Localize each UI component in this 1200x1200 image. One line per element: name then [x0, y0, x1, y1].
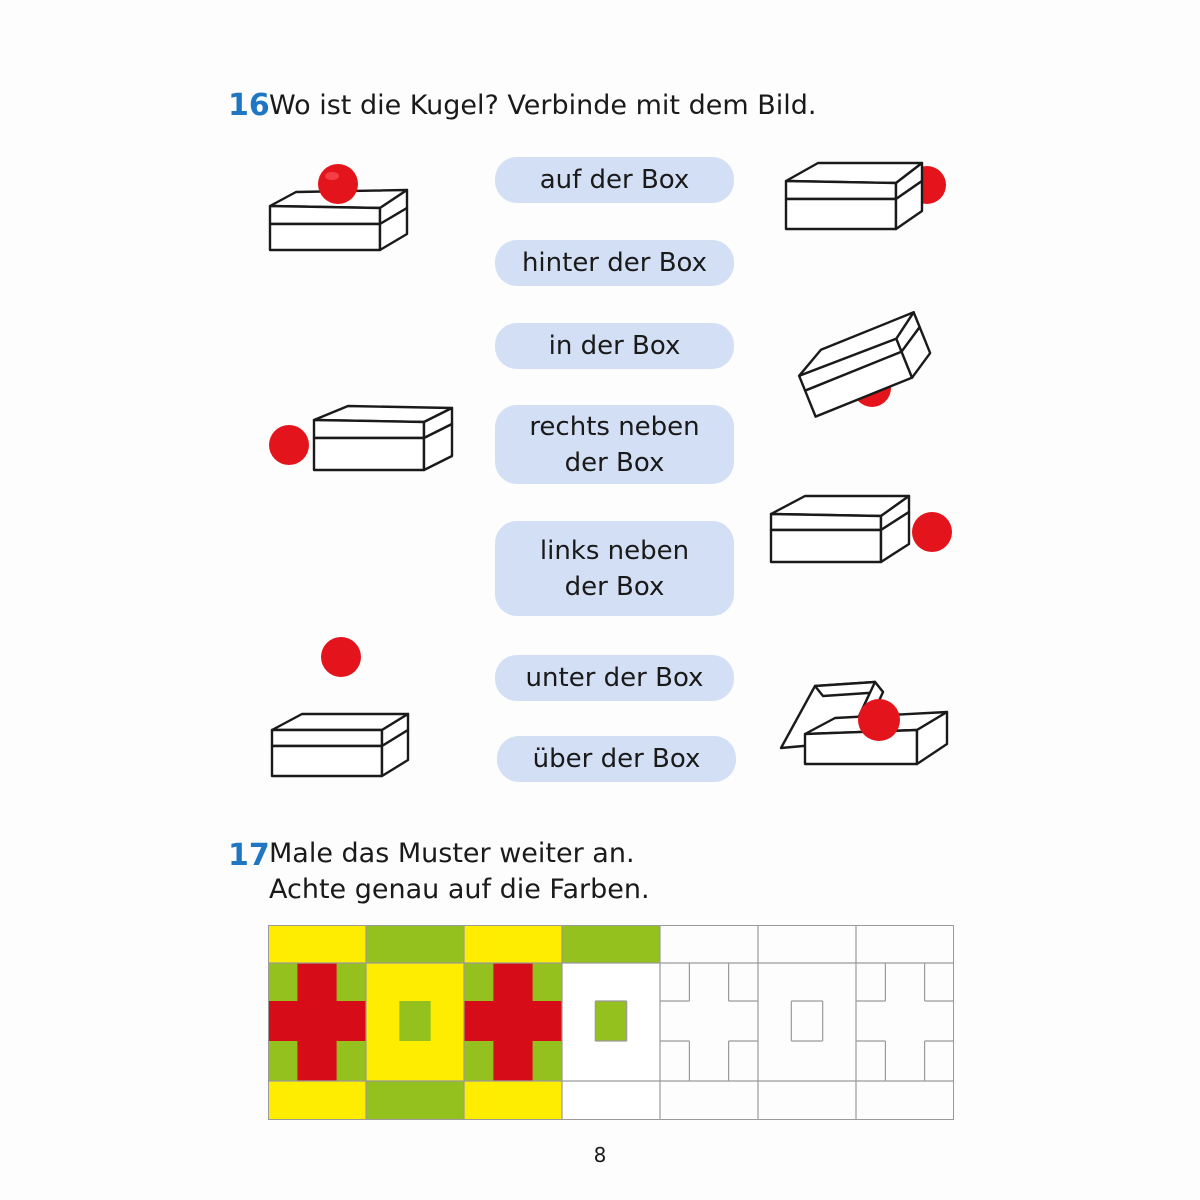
option-pill-behind[interactable]: hinter der Box: [495, 240, 734, 286]
ball-on-box-icon[interactable]: [262, 160, 422, 260]
ball-under-box-icon[interactable]: [780, 300, 950, 420]
ball-in-box-icon[interactable]: [775, 668, 955, 773]
pattern-outlines: [268, 925, 954, 1120]
option-pill-right-of[interactable]: rechts neben der Box: [495, 405, 734, 484]
pattern-grid[interactable]: [268, 925, 954, 1120]
pattern-cell[interactable]: [268, 1081, 366, 1120]
task-16-instruction: Wo ist die Kugel? Verbinde mit dem Bild.: [269, 90, 817, 121]
pattern-cell[interactable]: [464, 1001, 562, 1041]
pattern-cell[interactable]: [399, 1001, 431, 1041]
ball-above-box-icon[interactable]: [262, 630, 422, 780]
ball-right-of-box-icon[interactable]: [765, 490, 960, 570]
option-label: hinter der Box: [521, 248, 708, 278]
pattern-cell[interactable]: [366, 925, 464, 963]
pattern-cell[interactable]: [268, 925, 366, 963]
option-label: auf der Box: [539, 165, 690, 195]
option-label-line2: der Box: [564, 447, 665, 478]
task-17-number: 17: [228, 838, 270, 873]
pattern-cell[interactable]: [464, 925, 562, 963]
pattern-cell[interactable]: [268, 1001, 366, 1041]
page-number: 8: [593, 1143, 607, 1167]
option-label: über der Box: [532, 744, 701, 774]
pattern-cell[interactable]: [366, 1081, 464, 1120]
pattern-cell[interactable]: [562, 1081, 660, 1120]
option-pill-on[interactable]: auf der Box: [495, 157, 734, 203]
ball-left-of-box-icon[interactable]: [262, 398, 462, 483]
option-pill-under[interactable]: unter der Box: [495, 655, 734, 701]
pattern-fills: [268, 925, 660, 1120]
pattern-cell[interactable]: [562, 925, 660, 963]
option-label: in der Box: [548, 331, 681, 361]
option-pill-above[interactable]: über der Box: [497, 736, 736, 782]
task-17-instruction-line1: Male das Muster weiter an.: [269, 838, 635, 869]
option-label-line1: links neben: [539, 535, 690, 566]
ball-behind-box-icon[interactable]: [780, 155, 950, 240]
task-17-instruction-line2: Achte genau auf die Farben.: [269, 874, 650, 905]
option-label: unter der Box: [525, 663, 704, 693]
option-pill-left-of[interactable]: links neben der Box: [495, 521, 734, 616]
pattern-cell[interactable]: [595, 1001, 627, 1041]
option-pill-in[interactable]: in der Box: [495, 323, 734, 369]
option-label-line1: rechts neben: [529, 411, 700, 442]
option-label-line2: der Box: [564, 571, 665, 602]
pattern-cell[interactable]: [464, 1081, 562, 1120]
task-16-number: 16: [228, 88, 270, 123]
